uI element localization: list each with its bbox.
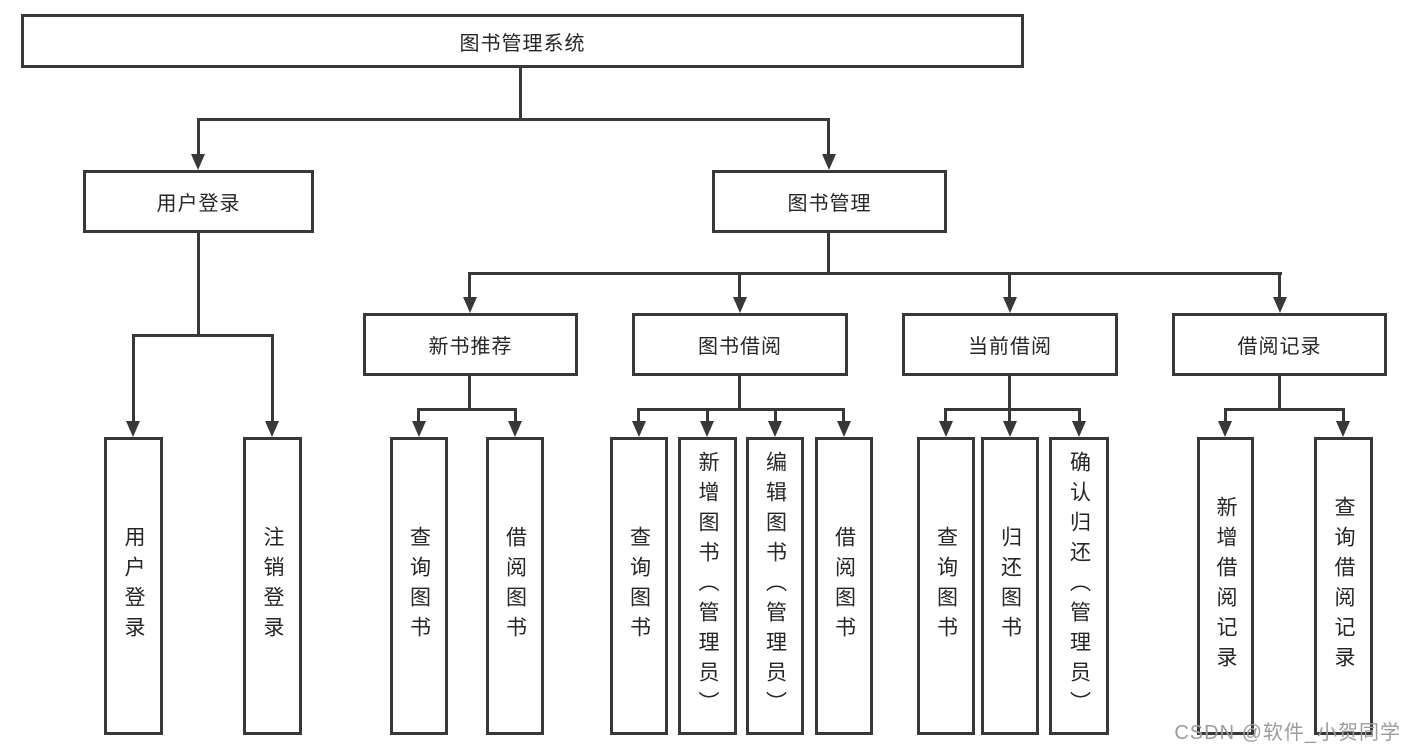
connector-line bbox=[1224, 408, 1345, 411]
arrow-down-icon bbox=[768, 421, 782, 437]
connector-line bbox=[417, 408, 420, 424]
connector-line bbox=[132, 334, 274, 337]
connector-line bbox=[197, 118, 200, 158]
connector-line bbox=[1224, 408, 1227, 424]
connector-line bbox=[827, 233, 830, 274]
leaf-query-borrow-record: 查询借阅记录 bbox=[1314, 437, 1373, 735]
connector-line bbox=[1008, 272, 1011, 300]
connector-line bbox=[1342, 408, 1345, 424]
connector-line bbox=[706, 408, 709, 424]
connector-line bbox=[944, 408, 947, 424]
connector-line bbox=[197, 233, 200, 336]
arrow-down-icon bbox=[265, 421, 279, 437]
arrow-down-icon bbox=[412, 421, 426, 437]
arrow-down-icon bbox=[126, 421, 140, 437]
connector-line bbox=[842, 408, 845, 424]
connector-line bbox=[271, 334, 274, 423]
arrow-down-icon bbox=[733, 297, 747, 313]
arrow-down-icon bbox=[822, 154, 836, 170]
arrow-down-icon bbox=[1003, 421, 1017, 437]
connector-line bbox=[468, 376, 471, 411]
node-new-book-recommend: 新书推荐 bbox=[363, 313, 578, 376]
leaf-logout: 注销登录 bbox=[243, 437, 302, 735]
connector-line bbox=[417, 408, 517, 411]
leaf-user-login: 用户登录 bbox=[104, 437, 163, 735]
connector-line bbox=[1078, 408, 1081, 424]
connector-line bbox=[514, 408, 517, 424]
arrow-down-icon bbox=[1336, 421, 1350, 437]
arrow-down-icon bbox=[1218, 421, 1232, 437]
connector-line bbox=[827, 118, 830, 158]
leaf-edit-books-admin: 编辑图书（管理员） bbox=[746, 437, 804, 735]
connector-line bbox=[1008, 376, 1011, 411]
leaf-return-books: 归还图书 bbox=[981, 437, 1039, 735]
connector-line bbox=[519, 66, 522, 119]
leaf-add-borrow-record: 新增借阅记录 bbox=[1197, 437, 1254, 735]
arrow-down-icon bbox=[837, 421, 851, 437]
connector-line bbox=[1278, 376, 1281, 411]
csdn-watermark: CSDN @软件_小贺同学 bbox=[1174, 722, 1401, 744]
leaf-borrow-books: 借阅图书 bbox=[815, 437, 873, 735]
connector-line bbox=[637, 408, 845, 411]
connector-line bbox=[944, 408, 1081, 411]
connector-line bbox=[197, 118, 830, 121]
arrow-down-icon bbox=[632, 421, 646, 437]
arrow-down-icon bbox=[1273, 297, 1287, 313]
connector-line bbox=[468, 272, 471, 300]
leaf-query-books-current: 查询图书 bbox=[917, 437, 975, 735]
arrow-down-icon bbox=[508, 421, 522, 437]
node-borrow-records: 借阅记录 bbox=[1172, 313, 1387, 376]
connector-line bbox=[738, 376, 741, 411]
leaf-query-books-recommend: 查询图书 bbox=[390, 437, 448, 735]
arrow-down-icon bbox=[700, 421, 714, 437]
leaf-query-books-borrow: 查询图书 bbox=[610, 437, 668, 735]
arrow-down-icon bbox=[191, 154, 205, 170]
arrow-down-icon bbox=[939, 421, 953, 437]
node-book-borrow: 图书借阅 bbox=[632, 313, 848, 376]
arrow-down-icon bbox=[1003, 297, 1017, 313]
node-book-management: 图书管理 bbox=[712, 170, 947, 233]
node-user-login: 用户登录 bbox=[83, 170, 314, 233]
connector-line bbox=[637, 408, 640, 424]
connector-line bbox=[468, 272, 1282, 275]
leaf-add-books-admin: 新增图书（管理员） bbox=[678, 437, 737, 735]
node-current-borrow: 当前借阅 bbox=[902, 313, 1118, 376]
connector-line bbox=[132, 334, 135, 423]
arrow-down-icon bbox=[463, 297, 477, 313]
connector-line bbox=[1008, 408, 1011, 424]
arrow-down-icon bbox=[1072, 421, 1086, 437]
connector-line bbox=[1278, 272, 1281, 300]
connector-line bbox=[774, 408, 777, 424]
connector-line bbox=[738, 272, 741, 300]
leaf-borrow-books-recommend: 借阅图书 bbox=[486, 437, 544, 735]
leaf-confirm-return-admin: 确认归还（管理员） bbox=[1049, 437, 1109, 735]
node-library-system: 图书管理系统 bbox=[21, 14, 1024, 68]
